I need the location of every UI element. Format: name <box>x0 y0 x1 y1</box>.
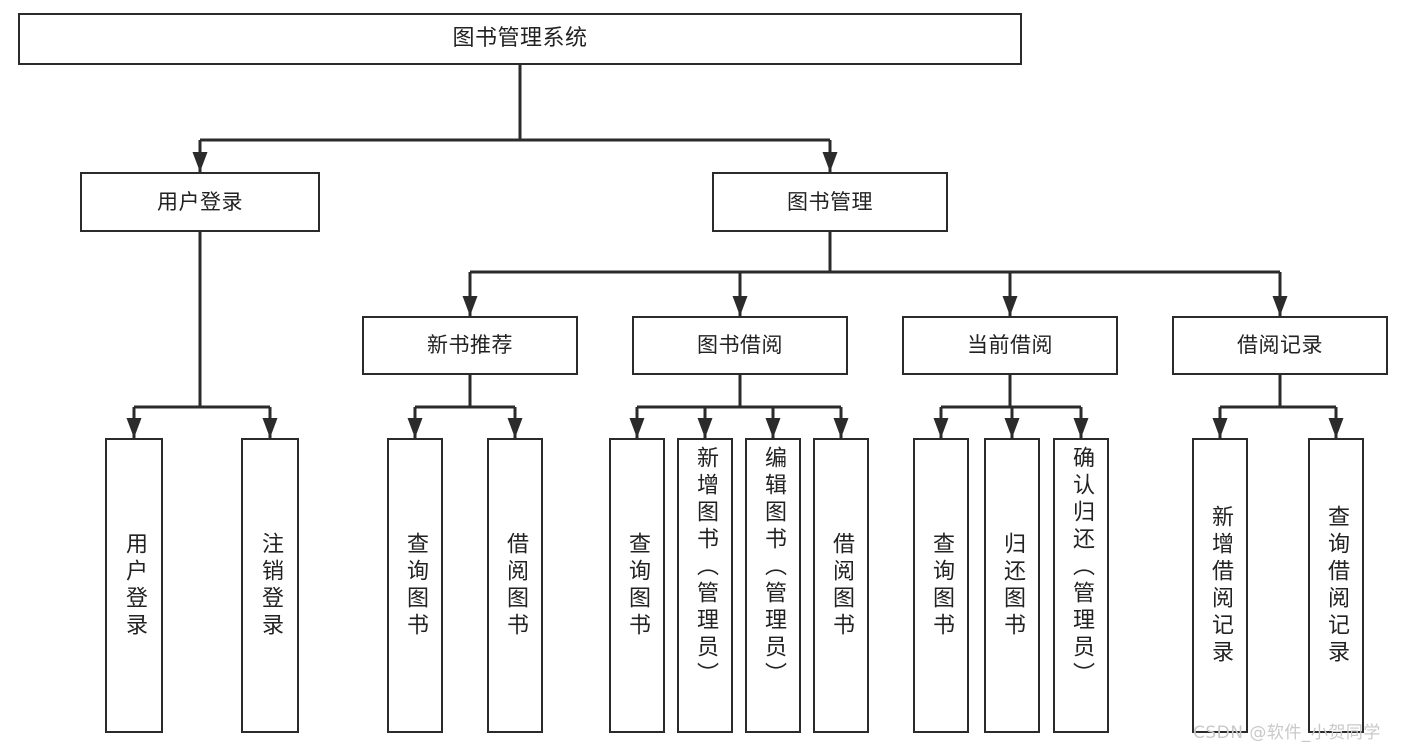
node-label-book-borrow: 图书借阅 <box>697 333 783 358</box>
node-leaf-user-login[interactable]: 用户登录 <box>105 438 163 733</box>
node-leaf-return-book[interactable]: 归还图书 <box>984 438 1040 733</box>
arrowhead-book-manage <box>822 152 838 172</box>
node-label-new-book-recommend: 新书推荐 <box>427 333 513 358</box>
node-label-user-login: 用户登录 <box>157 189 243 214</box>
node-label-leaf-logout: 注销登录 <box>258 531 283 640</box>
node-book-manage[interactable]: 图书管理 <box>712 172 948 232</box>
node-leaf-borrow-book-rec[interactable]: 借阅图书 <box>487 438 543 733</box>
arrowhead-borrow-record <box>1272 296 1288 316</box>
node-label-root: 图书管理系统 <box>452 26 588 52</box>
arrowhead-book-borrow <box>732 296 748 316</box>
node-label-leaf-return-book: 归还图书 <box>1000 531 1025 640</box>
arrowhead-leaf-logout <box>262 418 278 438</box>
arrowhead-leaf-edit-book <box>765 418 781 438</box>
node-label-leaf-edit-book: 编辑图书（管理员） <box>761 446 786 689</box>
node-label-leaf-add-book: 新增图书（管理员） <box>693 446 718 689</box>
node-new-book-recommend[interactable]: 新书推荐 <box>362 316 578 375</box>
arrowhead-leaf-query-book-borrow <box>629 418 645 438</box>
node-label-current-borrow: 当前借阅 <box>967 333 1053 358</box>
node-leaf-query-record[interactable]: 查询借阅记录 <box>1308 438 1364 733</box>
node-label-leaf-add-record: 新增借阅记录 <box>1208 504 1233 667</box>
node-leaf-query-book-rec[interactable]: 查询图书 <box>387 438 443 733</box>
arrowhead-new-book-recommend <box>462 296 478 316</box>
arrowhead-leaf-borrow-book <box>833 418 849 438</box>
watermark: CSDN @软件_小贺同学 <box>1193 723 1381 743</box>
arrowhead-leaf-return-book <box>1004 418 1020 438</box>
node-label-leaf-query-book-borrow: 查询图书 <box>625 531 650 640</box>
node-leaf-logout[interactable]: 注销登录 <box>241 438 299 733</box>
node-label-leaf-query-book-rec: 查询图书 <box>403 531 428 640</box>
arrowhead-leaf-borrow-book-rec <box>507 418 523 438</box>
node-leaf-add-book[interactable]: 新增图书（管理员） <box>677 438 733 733</box>
arrowhead-leaf-query-record <box>1328 418 1344 438</box>
node-root[interactable]: 图书管理系统 <box>18 13 1022 65</box>
node-leaf-borrow-book[interactable]: 借阅图书 <box>813 438 869 733</box>
arrowhead-user-login <box>192 152 208 172</box>
node-user-login[interactable]: 用户登录 <box>80 172 320 232</box>
node-current-borrow[interactable]: 当前借阅 <box>902 316 1118 375</box>
arrowhead-leaf-user-login <box>126 418 142 438</box>
node-label-borrow-record: 借阅记录 <box>1237 333 1323 358</box>
node-label-leaf-query-book-cur: 查询图书 <box>929 531 954 640</box>
node-label-leaf-user-login: 用户登录 <box>122 531 147 640</box>
node-label-leaf-borrow-book: 借阅图书 <box>829 531 854 640</box>
node-book-borrow[interactable]: 图书借阅 <box>632 316 848 375</box>
arrowhead-leaf-query-book-rec <box>407 418 423 438</box>
arrowhead-leaf-add-record <box>1212 418 1228 438</box>
node-label-leaf-confirm-return: 确认归还（管理员） <box>1069 446 1094 689</box>
arrowhead-current-borrow <box>1002 296 1018 316</box>
node-label-leaf-borrow-book-rec: 借阅图书 <box>503 531 528 640</box>
node-label-book-manage: 图书管理 <box>787 189 873 214</box>
node-leaf-query-book-cur[interactable]: 查询图书 <box>913 438 969 733</box>
node-label-leaf-query-record: 查询借阅记录 <box>1324 504 1349 667</box>
node-borrow-record[interactable]: 借阅记录 <box>1172 316 1388 375</box>
node-leaf-confirm-return[interactable]: 确认归还（管理员） <box>1053 438 1109 733</box>
node-leaf-query-book-borrow[interactable]: 查询图书 <box>609 438 665 733</box>
node-leaf-add-record[interactable]: 新增借阅记录 <box>1192 438 1248 733</box>
node-leaf-edit-book[interactable]: 编辑图书（管理员） <box>745 438 801 733</box>
arrowhead-leaf-confirm-return <box>1073 418 1089 438</box>
arrowhead-leaf-query-book-cur <box>933 418 949 438</box>
arrowhead-leaf-add-book <box>697 418 713 438</box>
